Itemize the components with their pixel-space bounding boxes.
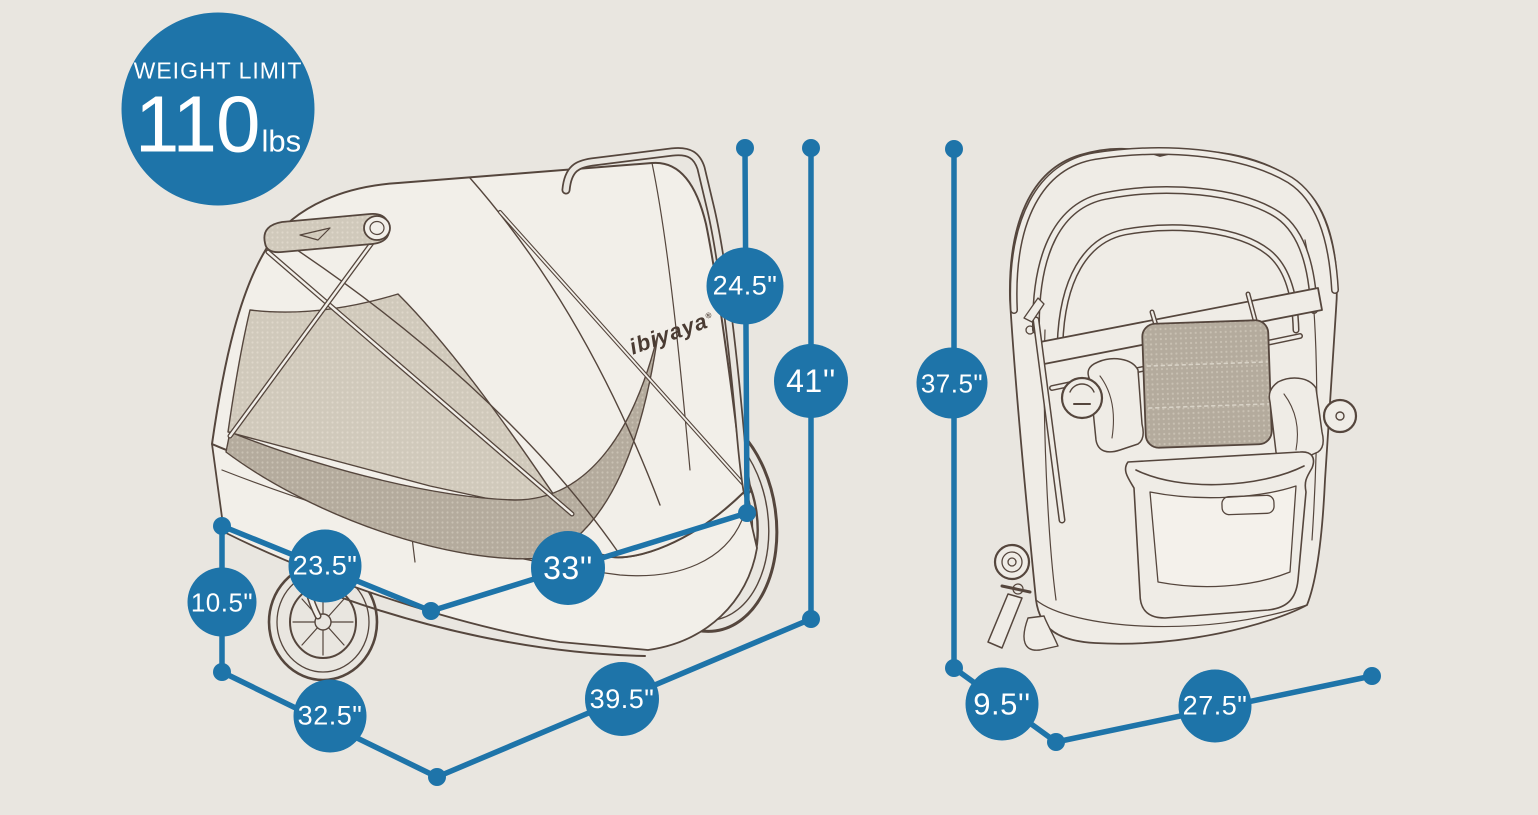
dimension-bubble-33: 33'' — [531, 531, 605, 605]
weight-limit-badge: WEIGHT LIMIT 110 lbs — [121, 12, 315, 206]
weight-limit-unit: lbs — [261, 123, 302, 159]
weight-limit-title: WEIGHT LIMIT — [133, 57, 303, 84]
dimension-bubble-39-5: 39.5" — [585, 662, 659, 736]
dimension-bubble-32-5: 32.5" — [293, 679, 367, 753]
dimension-bubble-41: 41'' — [774, 344, 848, 418]
stroller-open-illustration — [211, 147, 779, 682]
dimension-bubble-37-5: 37.5" — [916, 347, 988, 419]
dimension-bubble-23-5: 23.5" — [288, 529, 362, 603]
dimension-bubble-9-5: 9.5'' — [965, 667, 1039, 741]
rear-push-frame — [561, 147, 752, 495]
dimension-bubble-10-5: 10.5" — [187, 567, 257, 637]
dimension-bubble-24-5: 24.5" — [706, 247, 784, 325]
dimension-bubble-27-5: 27.5" — [1178, 669, 1252, 743]
handlebar — [263, 213, 391, 254]
side-mesh-band — [225, 333, 659, 560]
stroller-folded-illustration — [987, 147, 1358, 651]
weight-limit-value: 110 — [134, 79, 261, 169]
